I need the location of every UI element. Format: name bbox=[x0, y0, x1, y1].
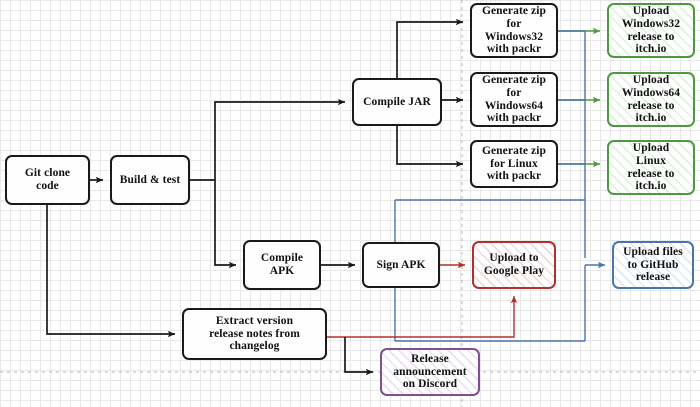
node-label: Build & test bbox=[119, 173, 181, 186]
edge-jar-to-win32 bbox=[396, 18, 464, 78]
edge-jar-to-linux bbox=[396, 126, 464, 168]
node-compile-jar[interactable]: Compile JAR bbox=[352, 78, 442, 126]
edge-build-to-apk bbox=[214, 180, 237, 269]
edge-git-to-extract bbox=[46, 205, 176, 338]
edge-notes-to-discord bbox=[344, 337, 374, 376]
node-sign-apk[interactable]: Sign APK bbox=[362, 242, 440, 288]
edge-build-to-jar bbox=[190, 98, 346, 181]
node-label: Compile JAR bbox=[363, 95, 431, 108]
node-build-and-test[interactable]: Build & test bbox=[110, 155, 190, 205]
node-label: Sign APK bbox=[376, 258, 426, 271]
edge-win32-bus-blue bbox=[558, 30, 586, 258]
edge-notes-to-play-red bbox=[327, 295, 518, 338]
